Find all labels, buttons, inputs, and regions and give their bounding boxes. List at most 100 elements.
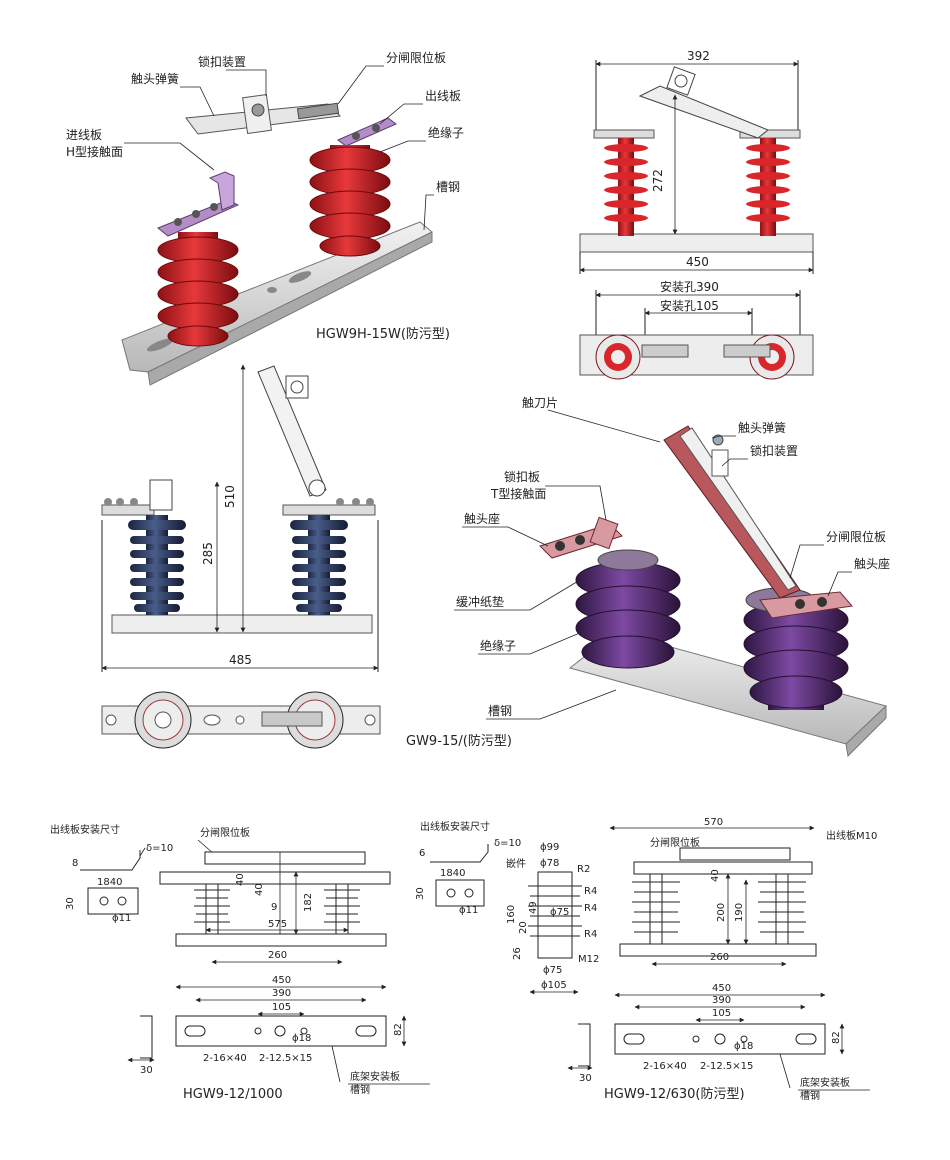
bl-d30: 30 [65, 897, 76, 910]
label-latch-2: 锁扣装置 [750, 443, 798, 458]
br-d200: 200 [716, 903, 727, 922]
label-channel: 槽钢 [436, 180, 460, 194]
br-d40: 40 [710, 869, 721, 882]
br-d30: 30 [415, 887, 426, 900]
label-spring-2: 触头弹簧 [738, 420, 786, 435]
label-blade: 触刀片 [522, 396, 558, 410]
label-seat-right: 触头座 [854, 556, 890, 571]
bl-d450: 450 [272, 975, 291, 986]
bl-d575: 575 [268, 919, 287, 930]
bl-d9: 9 [271, 902, 277, 913]
red-insulator-front-left [604, 138, 648, 236]
br-d390: 390 [712, 995, 731, 1006]
outlet-plate [337, 117, 397, 147]
br-base1: 底架安装板 [800, 1076, 850, 1089]
bl-d30b: 30 [140, 1065, 153, 1076]
label-seat-left: 触头座 [464, 511, 500, 526]
dim-450-top: 450 [686, 255, 709, 269]
bl-phi11: ϕ11 [112, 913, 131, 924]
mid-left-front-view: 510 285 485 [101, 364, 379, 672]
dim-285: 285 [201, 542, 215, 565]
blue-insulator-left [128, 515, 186, 615]
bl-d260: 260 [268, 950, 287, 961]
br-r2: R2 [577, 864, 590, 875]
red-insulator-front-right [746, 138, 790, 236]
br-d6: 6 [419, 848, 425, 859]
br-phi75a: ϕ75 [550, 907, 569, 918]
br-d1840: 1840 [440, 868, 465, 879]
hgw9-12-630-drawing: 出线板安装尺寸 δ=10 6 1840 30 ϕ11 ϕ99 嵌件 ϕ78 R2… [415, 817, 877, 1102]
bl-base1: 底架安装板 [350, 1070, 400, 1083]
title-hgw9-12-1000: HGW9-12/1000 [183, 1087, 283, 1102]
label-buffer: 缓冲纸垫 [456, 594, 504, 609]
br-d49: 49 [528, 901, 539, 914]
bl-limit: 分闸限位板 [200, 826, 250, 839]
br-plate-title: 出线板安装尺寸 [420, 820, 490, 833]
top-right-front-view: 392 272 450 [579, 49, 814, 274]
br-d260: 260 [710, 952, 729, 963]
label-insulator-2: 绝缘子 [480, 638, 516, 653]
hgw9h-15w-illustration [121, 93, 433, 386]
bl-plate-title: 出线板安装尺寸 [50, 823, 120, 836]
seat-plate-right [759, 591, 853, 619]
br-base2: 槽钢 [800, 1089, 820, 1102]
title-gw9-15: GW9-15/(防污型) [406, 733, 512, 749]
br-limit: 分闸限位板 [650, 836, 700, 849]
br-m12: M12 [578, 954, 599, 965]
bl-holes1: 2-16×40 [203, 1053, 247, 1064]
dim-hole-390: 安装孔390 [660, 279, 719, 294]
label-channel-2: 槽钢 [488, 704, 512, 718]
br-d450: 450 [712, 983, 731, 994]
br-holes1: 2-16×40 [643, 1061, 687, 1072]
br-phi18: ϕ18 [734, 1041, 753, 1052]
label-lock-plate: 锁扣板 [504, 469, 540, 484]
br-r4b: R4 [584, 903, 597, 914]
dim-hole-105: 安装孔105 [660, 298, 719, 313]
purple-insulator-right [743, 601, 849, 710]
hgw9h-15w-labels: 锁扣装置 分闸限位板 触头弹簧 出线板 绝缘子 进线板 H型接触面 槽钢 HGW… [66, 50, 464, 342]
bl-holes2: 2-12.5×15 [259, 1053, 312, 1064]
label-h-contact: H型接触面 [66, 144, 123, 159]
blue-insulator-right [290, 515, 348, 615]
br-d160: 160 [506, 905, 517, 924]
inlet-plate [157, 199, 240, 237]
bl-delta: δ=10 [146, 843, 173, 854]
br-d20: 20 [518, 921, 529, 934]
label-contact-spring: 触头弹簧 [131, 71, 179, 86]
bl-d182: 182 [303, 893, 314, 912]
br-phi75b: ϕ75 [543, 965, 562, 976]
gw9-15-illustration [539, 425, 887, 758]
red-insulator-right [309, 145, 391, 257]
br-d82: 82 [831, 1031, 842, 1044]
label-inlet-plate: 进线板 [66, 128, 102, 142]
br-holes2: 2-12.5×15 [700, 1061, 753, 1072]
br-d190: 190 [734, 903, 745, 922]
bl-d390: 390 [272, 988, 291, 999]
bl-d40a: 40 [235, 873, 246, 886]
dim-510: 510 [223, 485, 237, 508]
label-limit-2: 分闸限位板 [826, 529, 886, 544]
dim-272: 272 [651, 169, 665, 192]
channel-steel-side [147, 231, 433, 386]
bl-d105: 105 [272, 1002, 291, 1013]
br-delta: δ=10 [494, 838, 521, 849]
br-d30b: 30 [579, 1073, 592, 1084]
bl-d82: 82 [393, 1023, 404, 1036]
hgw9-12-1000-drawing: 出线板安装尺寸 δ=10 8 1840 30 ϕ11 分闸限位板 40 40 9… [50, 823, 430, 1102]
br-phi105: ϕ105 [541, 980, 567, 991]
label-insulator: 绝缘子 [428, 125, 464, 140]
red-insulator-left [157, 232, 239, 347]
label-limit-plate: 分闸限位板 [386, 50, 446, 65]
br-phi78: ϕ78 [540, 858, 559, 869]
dim-485: 485 [229, 653, 252, 667]
bl-d1840: 1840 [97, 877, 122, 888]
br-embed: 嵌件 [506, 858, 526, 870]
br-r4c: R4 [584, 929, 597, 940]
br-outlet: 出线板M10 [826, 829, 877, 842]
br-r4a: R4 [584, 886, 597, 897]
bl-phi18: ϕ18 [292, 1033, 311, 1044]
br-d570: 570 [704, 817, 723, 828]
bl-d8: 8 [72, 858, 78, 869]
label-outlet-plate: 出线板 [425, 89, 461, 103]
